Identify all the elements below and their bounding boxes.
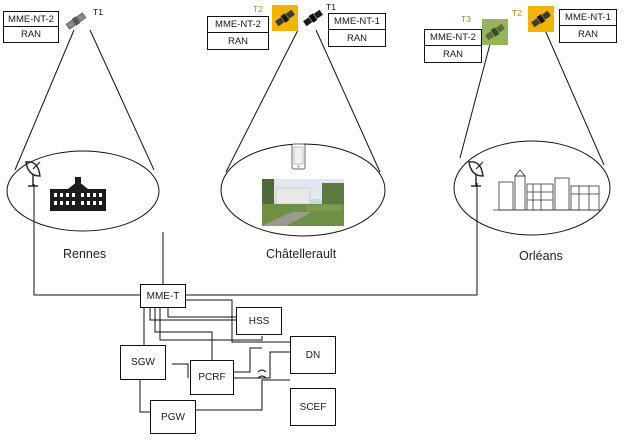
- ran-label: RAN: [227, 35, 249, 47]
- satellite-icon: [528, 6, 554, 32]
- sgw-node: SGW: [120, 345, 166, 380]
- chatellerault-mme-card-nt1: MME-NT-1 RAN: [328, 13, 386, 47]
- pgw-node: PGW: [150, 400, 196, 434]
- coverage-cone-line: [14, 29, 75, 171]
- city-sketch-illustration: [493, 169, 601, 211]
- satellite-label: T2: [512, 8, 522, 18]
- city-label-rennes: Rennes: [63, 247, 107, 261]
- rennes-mme-card: MME-NT-2 RAN: [3, 11, 59, 43]
- coverage-cone-line: [544, 29, 605, 166]
- satellite-label: T3: [461, 14, 471, 24]
- backhaul-link-rennes: [33, 184, 140, 296]
- dn-node: DN: [290, 336, 336, 374]
- ground-station-dish-icon: [25, 161, 41, 187]
- orleans-mme-card-nt2: MME-NT-2 RAN: [424, 29, 482, 63]
- core-connectors: [139, 299, 290, 413]
- coverage-cone-line: [315, 29, 381, 173]
- scef-node: SCEF: [290, 388, 336, 426]
- pcrf-node: PCRF: [190, 360, 234, 395]
- satellite-icon: [300, 5, 326, 31]
- satellite-icon: [482, 19, 508, 45]
- satellite-icon: [272, 5, 298, 31]
- ran-label: RAN: [442, 48, 464, 60]
- ran-label: RAN: [20, 29, 42, 40]
- satellite-label: T1: [93, 7, 103, 17]
- coverage-area-rennes: [6, 150, 160, 232]
- landscape-photo: [262, 179, 344, 226]
- coverage-cone-line: [89, 29, 155, 171]
- coverage-cone-line: [459, 43, 491, 159]
- coverage-cone-line: [225, 29, 299, 173]
- mme-label: MME-NT-2: [208, 17, 268, 33]
- mme-label: MME-NT-2: [4, 12, 58, 27]
- city-label-orleans: Orléans: [519, 249, 563, 263]
- satellite-icon: [63, 8, 89, 34]
- mme-t-node: MME-T: [140, 284, 186, 308]
- backhaul-link-orleans: [186, 183, 478, 296]
- satellite-label: T2: [253, 4, 263, 14]
- ground-station-dish-icon: [468, 161, 484, 187]
- hss-node: HSS: [236, 307, 282, 335]
- building-illustration: [50, 177, 106, 211]
- mme-label: MME-NT-1: [560, 10, 616, 26]
- ran-label: RAN: [577, 28, 599, 40]
- mme-label: MME-NT-2: [425, 30, 481, 46]
- satellite-label: T1: [326, 2, 336, 12]
- coverage-area-orleans: [453, 140, 611, 236]
- city-label-chatellerault: Châtellerault: [266, 247, 337, 261]
- ran-label: RAN: [346, 32, 368, 44]
- mme-label: MME-NT-1: [329, 14, 385, 30]
- orleans-mme-card-nt1: MME-NT-1 RAN: [559, 9, 617, 43]
- mobile-phone-icon: [291, 143, 306, 170]
- chatellerault-mme-card-nt2: MME-NT-2 RAN: [207, 16, 269, 50]
